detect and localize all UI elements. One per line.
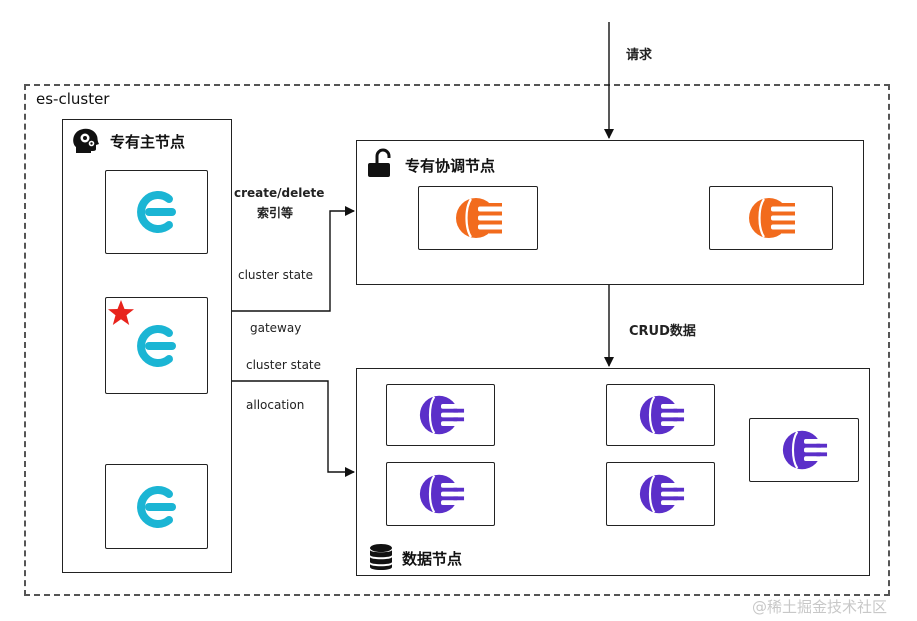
elastic-node-cyan-icon bbox=[136, 324, 176, 367]
coordinating-node-2[interactable] bbox=[709, 186, 833, 250]
elastic-node-cyan-icon bbox=[136, 485, 176, 528]
edge-label-gateway: gateway bbox=[250, 321, 302, 335]
edge-label-allocation: allocation bbox=[246, 398, 305, 412]
elastic-node-orange-icon bbox=[749, 198, 795, 238]
elastic-node-purple-icon bbox=[639, 474, 684, 514]
request-label: 请求 bbox=[626, 48, 653, 63]
elastic-node-cyan-icon bbox=[136, 191, 176, 233]
elastic-node-purple-icon bbox=[419, 395, 464, 435]
cluster-label: es-cluster bbox=[36, 90, 110, 108]
data-node-2[interactable] bbox=[606, 384, 715, 446]
master-coord-connector bbox=[203, 206, 355, 316]
coordinating-node-1[interactable] bbox=[418, 186, 538, 250]
data-node-5[interactable] bbox=[606, 462, 715, 526]
elastic-node-purple-icon bbox=[419, 474, 464, 514]
elastic-node-orange-icon bbox=[456, 198, 502, 238]
edge-label-cluster-state-1: cluster state bbox=[238, 268, 314, 282]
watermark: @稀土掘金技术社区 bbox=[752, 598, 888, 616]
edge-label-crud: CRUD数据 bbox=[629, 324, 696, 339]
database-icon bbox=[368, 543, 394, 571]
unlock-icon bbox=[366, 148, 396, 178]
star-icon bbox=[107, 299, 135, 327]
data-node-4[interactable] bbox=[386, 462, 495, 526]
master-node-1[interactable] bbox=[105, 170, 208, 254]
data-node-1[interactable] bbox=[386, 384, 495, 446]
master-group-title: 专有主节点 bbox=[110, 133, 186, 151]
es-cluster-boundary bbox=[24, 84, 890, 596]
data-node-3[interactable] bbox=[749, 418, 859, 482]
coordinating-group-title: 专有协调节点 bbox=[405, 157, 496, 175]
edge-label-index: 索引等 bbox=[257, 206, 294, 220]
elastic-node-purple-icon bbox=[782, 430, 828, 470]
brain-gear-icon bbox=[70, 125, 102, 157]
master-node-3[interactable] bbox=[105, 464, 208, 549]
elastic-node-purple-icon bbox=[639, 395, 684, 435]
master-data-connector bbox=[203, 376, 355, 477]
edge-label-create-delete: create/delete bbox=[234, 186, 325, 200]
data-group-title: 数据节点 bbox=[402, 550, 463, 568]
edge-label-cluster-state-2: cluster state bbox=[246, 358, 322, 372]
